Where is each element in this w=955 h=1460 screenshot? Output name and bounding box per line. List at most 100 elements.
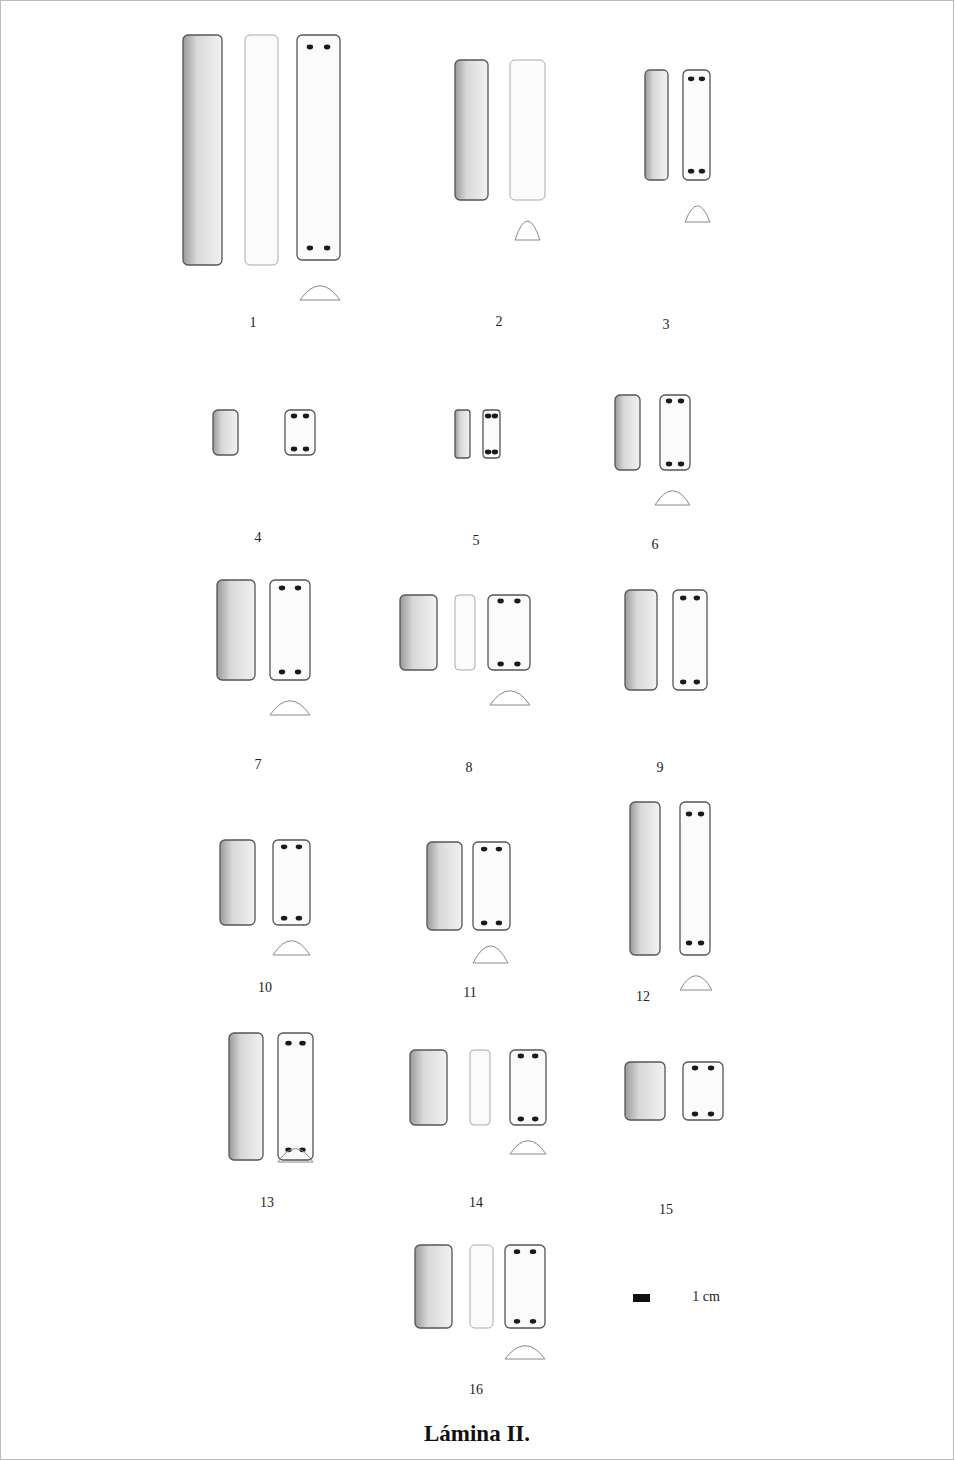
perforation	[692, 1112, 698, 1117]
artefact-view	[683, 70, 710, 180]
perforation	[698, 812, 704, 817]
perforation	[496, 847, 502, 852]
artefact-view	[615, 395, 640, 470]
artefact-view	[217, 580, 255, 680]
perforation	[698, 941, 704, 946]
artefact-view	[645, 70, 668, 180]
figure-number: 13	[260, 1196, 274, 1210]
scale-bar	[633, 1294, 650, 1302]
artefact-view	[625, 590, 657, 690]
perforation	[303, 447, 309, 452]
cross-section	[473, 946, 508, 963]
perforation	[699, 76, 705, 81]
perforation	[296, 844, 302, 849]
artefact-view	[505, 1245, 545, 1328]
artefact-view	[455, 595, 475, 670]
perforation	[692, 1066, 698, 1071]
cross-section	[300, 286, 340, 300]
cross-section	[510, 1141, 546, 1154]
artefact-view	[683, 1062, 723, 1120]
scale-label: 1 cm	[692, 1290, 720, 1304]
perforation	[492, 414, 498, 419]
artefact-view	[183, 35, 222, 265]
perforation	[285, 1041, 291, 1046]
perforation	[680, 596, 686, 601]
perforation	[678, 399, 684, 404]
cross-section	[270, 701, 310, 715]
artefact-view	[455, 410, 470, 458]
artefact-view	[297, 35, 340, 260]
perforation	[281, 916, 287, 921]
artefact-view	[483, 410, 500, 458]
artefact-view	[400, 595, 437, 670]
perforation	[688, 76, 694, 81]
perforation	[666, 462, 672, 467]
cross-section	[680, 976, 712, 990]
perforation	[291, 414, 297, 419]
perforation	[514, 1249, 520, 1254]
artefact-view	[673, 590, 707, 690]
figure-number: 8	[466, 761, 473, 775]
artefact-view	[470, 1245, 493, 1328]
perforation	[514, 1319, 520, 1324]
perforation	[678, 462, 684, 467]
artefact-view	[278, 1033, 313, 1160]
artefact-view	[488, 595, 530, 670]
perforation	[303, 414, 309, 419]
perforation	[530, 1249, 536, 1254]
perforation	[694, 680, 700, 685]
perforation	[688, 169, 694, 174]
artefact-view	[410, 1050, 447, 1125]
perforation	[307, 45, 313, 50]
perforation	[324, 45, 330, 50]
perforation	[530, 1319, 536, 1324]
artefact-view	[470, 1050, 490, 1125]
perforation	[296, 916, 302, 921]
artefact-view	[510, 60, 545, 200]
artefact-view	[273, 840, 310, 925]
artefact-view	[285, 410, 315, 455]
figure-number: 12	[636, 990, 650, 1004]
figure-number: 5	[473, 534, 480, 548]
perforation	[666, 399, 672, 404]
perforation	[281, 844, 287, 849]
cross-section	[505, 1346, 545, 1359]
perforation	[514, 662, 520, 667]
perforation	[291, 447, 297, 452]
artefact-view	[455, 60, 488, 200]
perforation	[686, 941, 692, 946]
artefact-view	[625, 1062, 665, 1120]
perforation	[481, 921, 487, 926]
perforation	[532, 1117, 538, 1122]
figure-number: 7	[255, 758, 262, 772]
figure-number: 1	[250, 316, 257, 330]
perforation	[496, 921, 502, 926]
figure-number: 2	[496, 315, 503, 329]
figure-number: 16	[469, 1383, 483, 1397]
perforation	[532, 1054, 538, 1059]
figure-number: 15	[659, 1203, 673, 1217]
cross-section	[273, 941, 310, 955]
artefact-view	[680, 802, 710, 955]
artefact-view	[473, 842, 510, 930]
perforation	[307, 246, 313, 251]
artefact-view	[213, 410, 238, 455]
perforation	[295, 586, 301, 591]
cross-section	[278, 1149, 313, 1162]
perforation	[485, 414, 491, 419]
artefact-view	[510, 1050, 546, 1125]
perforation	[694, 596, 700, 601]
perforation	[514, 599, 520, 604]
plate-caption: Lámina II.	[424, 1422, 530, 1445]
perforation	[708, 1066, 714, 1071]
perforation	[492, 450, 498, 455]
figure-number: 3	[663, 318, 670, 332]
artefact-view	[229, 1033, 263, 1160]
artefact-view	[660, 395, 690, 470]
figure-number: 6	[652, 538, 659, 552]
perforation	[299, 1041, 305, 1046]
perforation	[497, 662, 503, 667]
artefact-view	[270, 580, 310, 680]
figure-number: 11	[463, 986, 476, 1000]
artefact-view	[630, 802, 660, 955]
